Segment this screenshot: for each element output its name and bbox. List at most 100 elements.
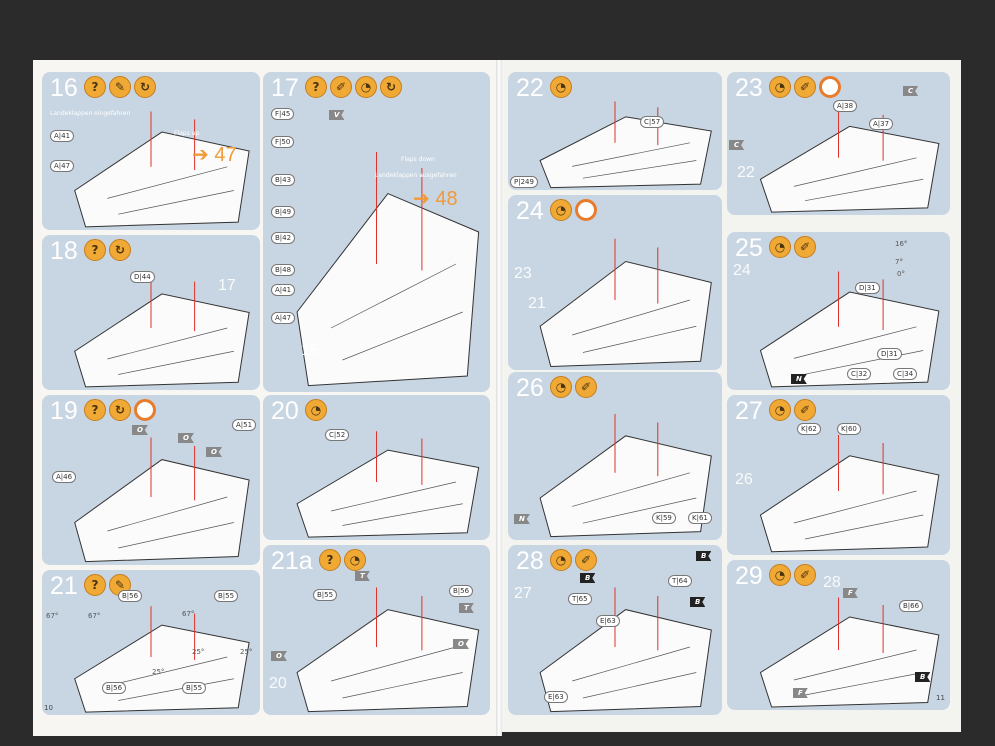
part-callout: A|41	[50, 130, 75, 142]
question-icon: ?	[84, 574, 106, 596]
paint-flag: F	[793, 688, 808, 698]
step-number: 23	[735, 74, 763, 102]
question-icon: ?	[319, 549, 341, 571]
paint-flag: O	[178, 433, 194, 443]
previous-step-ref: 23	[514, 265, 532, 282]
clock-icon	[575, 199, 597, 221]
part-callout: K|61	[688, 512, 712, 524]
step-number: 19	[50, 397, 78, 425]
paint-flag: N	[791, 374, 807, 384]
step-icons: ◔✐	[769, 76, 841, 98]
part-callout: B|55	[214, 590, 239, 602]
step-number: 18	[50, 237, 78, 265]
knife-icon: ✎	[109, 76, 131, 98]
part-callout: A|51	[232, 419, 257, 431]
previous-step-ref: 22	[737, 164, 755, 181]
angle-label: 67°	[182, 610, 195, 618]
question-icon: ?	[305, 76, 327, 98]
paint-flag: B	[690, 597, 706, 607]
step-number: 29	[735, 562, 763, 590]
paint-icon: ◔	[344, 549, 366, 571]
step-icons: ◔✐	[769, 564, 816, 586]
paint-flag: B	[580, 573, 596, 583]
booklet-spine	[496, 60, 502, 736]
paint-icon: ◔	[769, 399, 791, 421]
assembly-drawing	[759, 435, 940, 553]
angle-label: 25°	[240, 648, 253, 656]
arrow-right-icon: ➔	[192, 144, 215, 166]
angle-label: 67°	[46, 612, 59, 620]
arrow-right-icon: ➔	[413, 188, 436, 210]
step-icons: ◔✐	[550, 376, 597, 398]
question-icon: ?	[84, 239, 106, 261]
goto-step-ref: ➔ 48	[413, 186, 458, 211]
step-panel-20: 20◔C|52	[263, 395, 490, 540]
step-icons: ◔	[550, 76, 572, 98]
paint-flag: C	[729, 140, 745, 150]
angle-label: 25°	[152, 668, 165, 676]
paint-icon: ◔	[550, 376, 572, 398]
paint-icon: ◔	[769, 236, 791, 258]
part-callout: B|56	[449, 585, 474, 597]
part-callout: B|49	[271, 206, 296, 218]
step-caption: Landeklappen ausgefahren	[375, 172, 457, 179]
previous-step-ref: 21	[528, 295, 546, 312]
assembly-drawing	[539, 414, 712, 538]
paint-flag: T	[459, 603, 474, 613]
brush-icon: ✐	[794, 564, 816, 586]
part-callout: B|42	[271, 232, 296, 244]
part-callout: F|45	[271, 108, 295, 120]
paint-flag: C	[903, 86, 919, 96]
part-callout: P|249	[510, 176, 538, 188]
part-callout: B|48	[271, 264, 296, 276]
step-number: 21	[50, 572, 78, 600]
page-number-right: 11	[936, 694, 945, 702]
part-callout: B|56	[118, 590, 143, 602]
paint-icon: ◔	[769, 76, 791, 98]
part-callout: K|59	[652, 512, 676, 524]
page-number-left: 10	[44, 704, 53, 712]
step-caption: Flaps up	[174, 130, 200, 137]
part-callout: C|32	[847, 368, 872, 380]
step-icons: ?↻	[84, 239, 131, 261]
paint-flag: N	[514, 514, 530, 524]
goto-step-number: 47	[214, 144, 237, 166]
part-callout: E|63	[544, 691, 568, 703]
part-callout: C|34	[893, 368, 918, 380]
part-callout: C|57	[640, 116, 665, 128]
step-number: 20	[271, 397, 299, 425]
previous-step-ref: 20	[269, 675, 287, 692]
goto-step-ref: ➔ 47	[192, 142, 237, 167]
brush-icon: ✐	[794, 236, 816, 258]
angle-label: 25°	[192, 648, 205, 656]
goto-step-number: 48	[435, 188, 458, 210]
step-number: 28	[516, 547, 544, 575]
assembly-drawing	[296, 431, 480, 538]
part-callout: B|55	[313, 589, 338, 601]
part-callout: K|62	[797, 423, 821, 435]
paint-icon: ◔	[769, 564, 791, 586]
assembly-drawing	[74, 273, 250, 388]
previous-step-ref: 24	[733, 262, 751, 279]
step-icons: ?✎	[84, 574, 131, 596]
previous-step-ref: 17	[218, 277, 236, 294]
paint-flag: F	[843, 588, 858, 598]
brush-icon: ✐	[575, 549, 597, 571]
brush-icon: ✐	[794, 399, 816, 421]
brush-icon: ✐	[794, 76, 816, 98]
step-number: 24	[516, 197, 544, 225]
step-number: 26	[516, 374, 544, 402]
assembly-drawing	[539, 238, 712, 368]
question-icon: ?	[84, 76, 106, 98]
step-number: 22	[516, 74, 544, 102]
brush-icon: ✐	[330, 76, 352, 98]
step-number: 21a	[271, 547, 313, 575]
part-callout: A|46	[52, 471, 77, 483]
previous-step-ref: 28	[823, 574, 841, 591]
